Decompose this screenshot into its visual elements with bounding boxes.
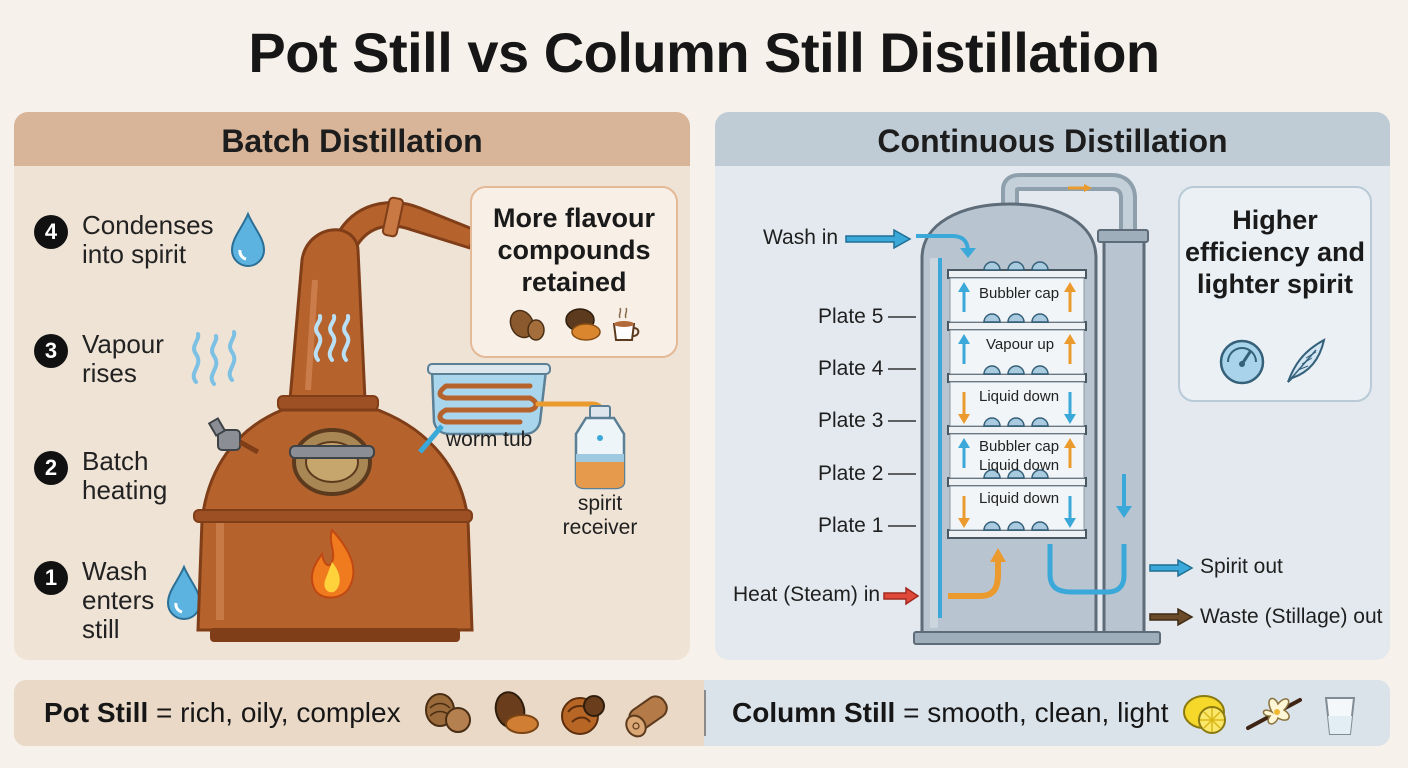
plate-note: Liquid down: [979, 388, 1059, 405]
column-summary-name: Column Still: [732, 697, 895, 728]
column-panel-header: Continuous Distillation: [715, 112, 1390, 166]
pot-summary-text: Pot Still = rich, oily, complex: [44, 697, 401, 729]
spirit-out-arrow: [1148, 558, 1194, 578]
plate-5-label: Plate 5: [818, 305, 883, 329]
coffee-cup-icon: [614, 308, 638, 340]
gauge-icon: [1218, 338, 1266, 386]
plate-3-label: Plate 3: [818, 409, 883, 433]
column-flavour-icons: [1182, 688, 1362, 740]
plate-note: Bubbler cap: [979, 285, 1059, 302]
pot-flavour-icons: [422, 688, 674, 740]
column-summary-desc: = smooth, clean, light: [895, 697, 1168, 728]
efficiency-callout-text: Higher efficiency and lighter spirit: [1180, 204, 1370, 300]
step-number: 2: [34, 451, 68, 485]
plate-note: Liquid down: [979, 490, 1059, 507]
almond-icon: [492, 689, 538, 733]
efficiency-callout: Higher efficiency and lighter spirit: [1178, 186, 1372, 402]
column-summary-text: Column Still = smooth, clean, light: [732, 697, 1168, 729]
heat-in-arrow: [882, 586, 920, 606]
pot-panel-header: Batch Distillation: [14, 112, 690, 166]
wash-in-arrow: [844, 228, 914, 250]
spirit-out-label: Spirit out: [1200, 555, 1283, 579]
step-text: Batch heating: [82, 447, 192, 505]
spirit-receiver-icon: [568, 404, 632, 490]
lemon-icon: [1184, 696, 1225, 733]
page-title: Pot Still vs Column Still Distillation: [0, 20, 1408, 85]
flavour-callout-text: More flavour compounds retained: [472, 202, 676, 298]
plate-1-label: Plate 1: [818, 514, 883, 538]
wash-in-label: Wash in: [763, 226, 838, 250]
pot-step-1: 1 Wash enters still: [34, 557, 172, 644]
plate-2-label: Plate 2: [818, 462, 883, 486]
plate-leader-lines: [888, 315, 918, 531]
walnut-icon: [426, 694, 470, 732]
plate-note: Bubbler cap: [979, 438, 1059, 455]
pot-step-2: 2 Batch heating: [34, 447, 192, 505]
spirit-receiver-label: spirit receiver: [558, 492, 642, 540]
vanilla-flower-icon: [1248, 698, 1300, 728]
pot-step-3: 3 Vapour rises: [34, 330, 192, 388]
glass-icon: [1326, 698, 1354, 734]
summary-divider: [704, 690, 706, 736]
plate-note: Vapour up: [986, 336, 1054, 353]
feather-icon: [1280, 336, 1330, 386]
nutmeg-icon: [562, 696, 604, 734]
nut-icon: [506, 307, 544, 342]
waste-out-label: Waste (Stillage) out: [1200, 605, 1382, 629]
plate-note: Liquid down: [979, 457, 1059, 474]
heat-in-label: Heat (Steam) in: [733, 583, 880, 607]
waste-out-arrow: [1148, 607, 1194, 627]
plate-4-label: Plate 4: [818, 357, 883, 381]
oak-log-icon: [622, 693, 670, 741]
step-number: 3: [34, 334, 68, 368]
step-text: Wash enters still: [82, 557, 172, 644]
step-number: 1: [34, 561, 68, 595]
nutmeg-icon: [566, 309, 600, 340]
pot-summary-desc: = rich, oily, complex: [148, 697, 400, 728]
step-number: 4: [34, 215, 68, 249]
flavour-icons: [508, 302, 648, 346]
column-still-illustration: [900, 178, 1160, 648]
pot-summary-name: Pot Still: [44, 697, 148, 728]
step-text: Vapour rises: [82, 330, 192, 388]
worm-tub-label: worm tub: [446, 428, 532, 452]
